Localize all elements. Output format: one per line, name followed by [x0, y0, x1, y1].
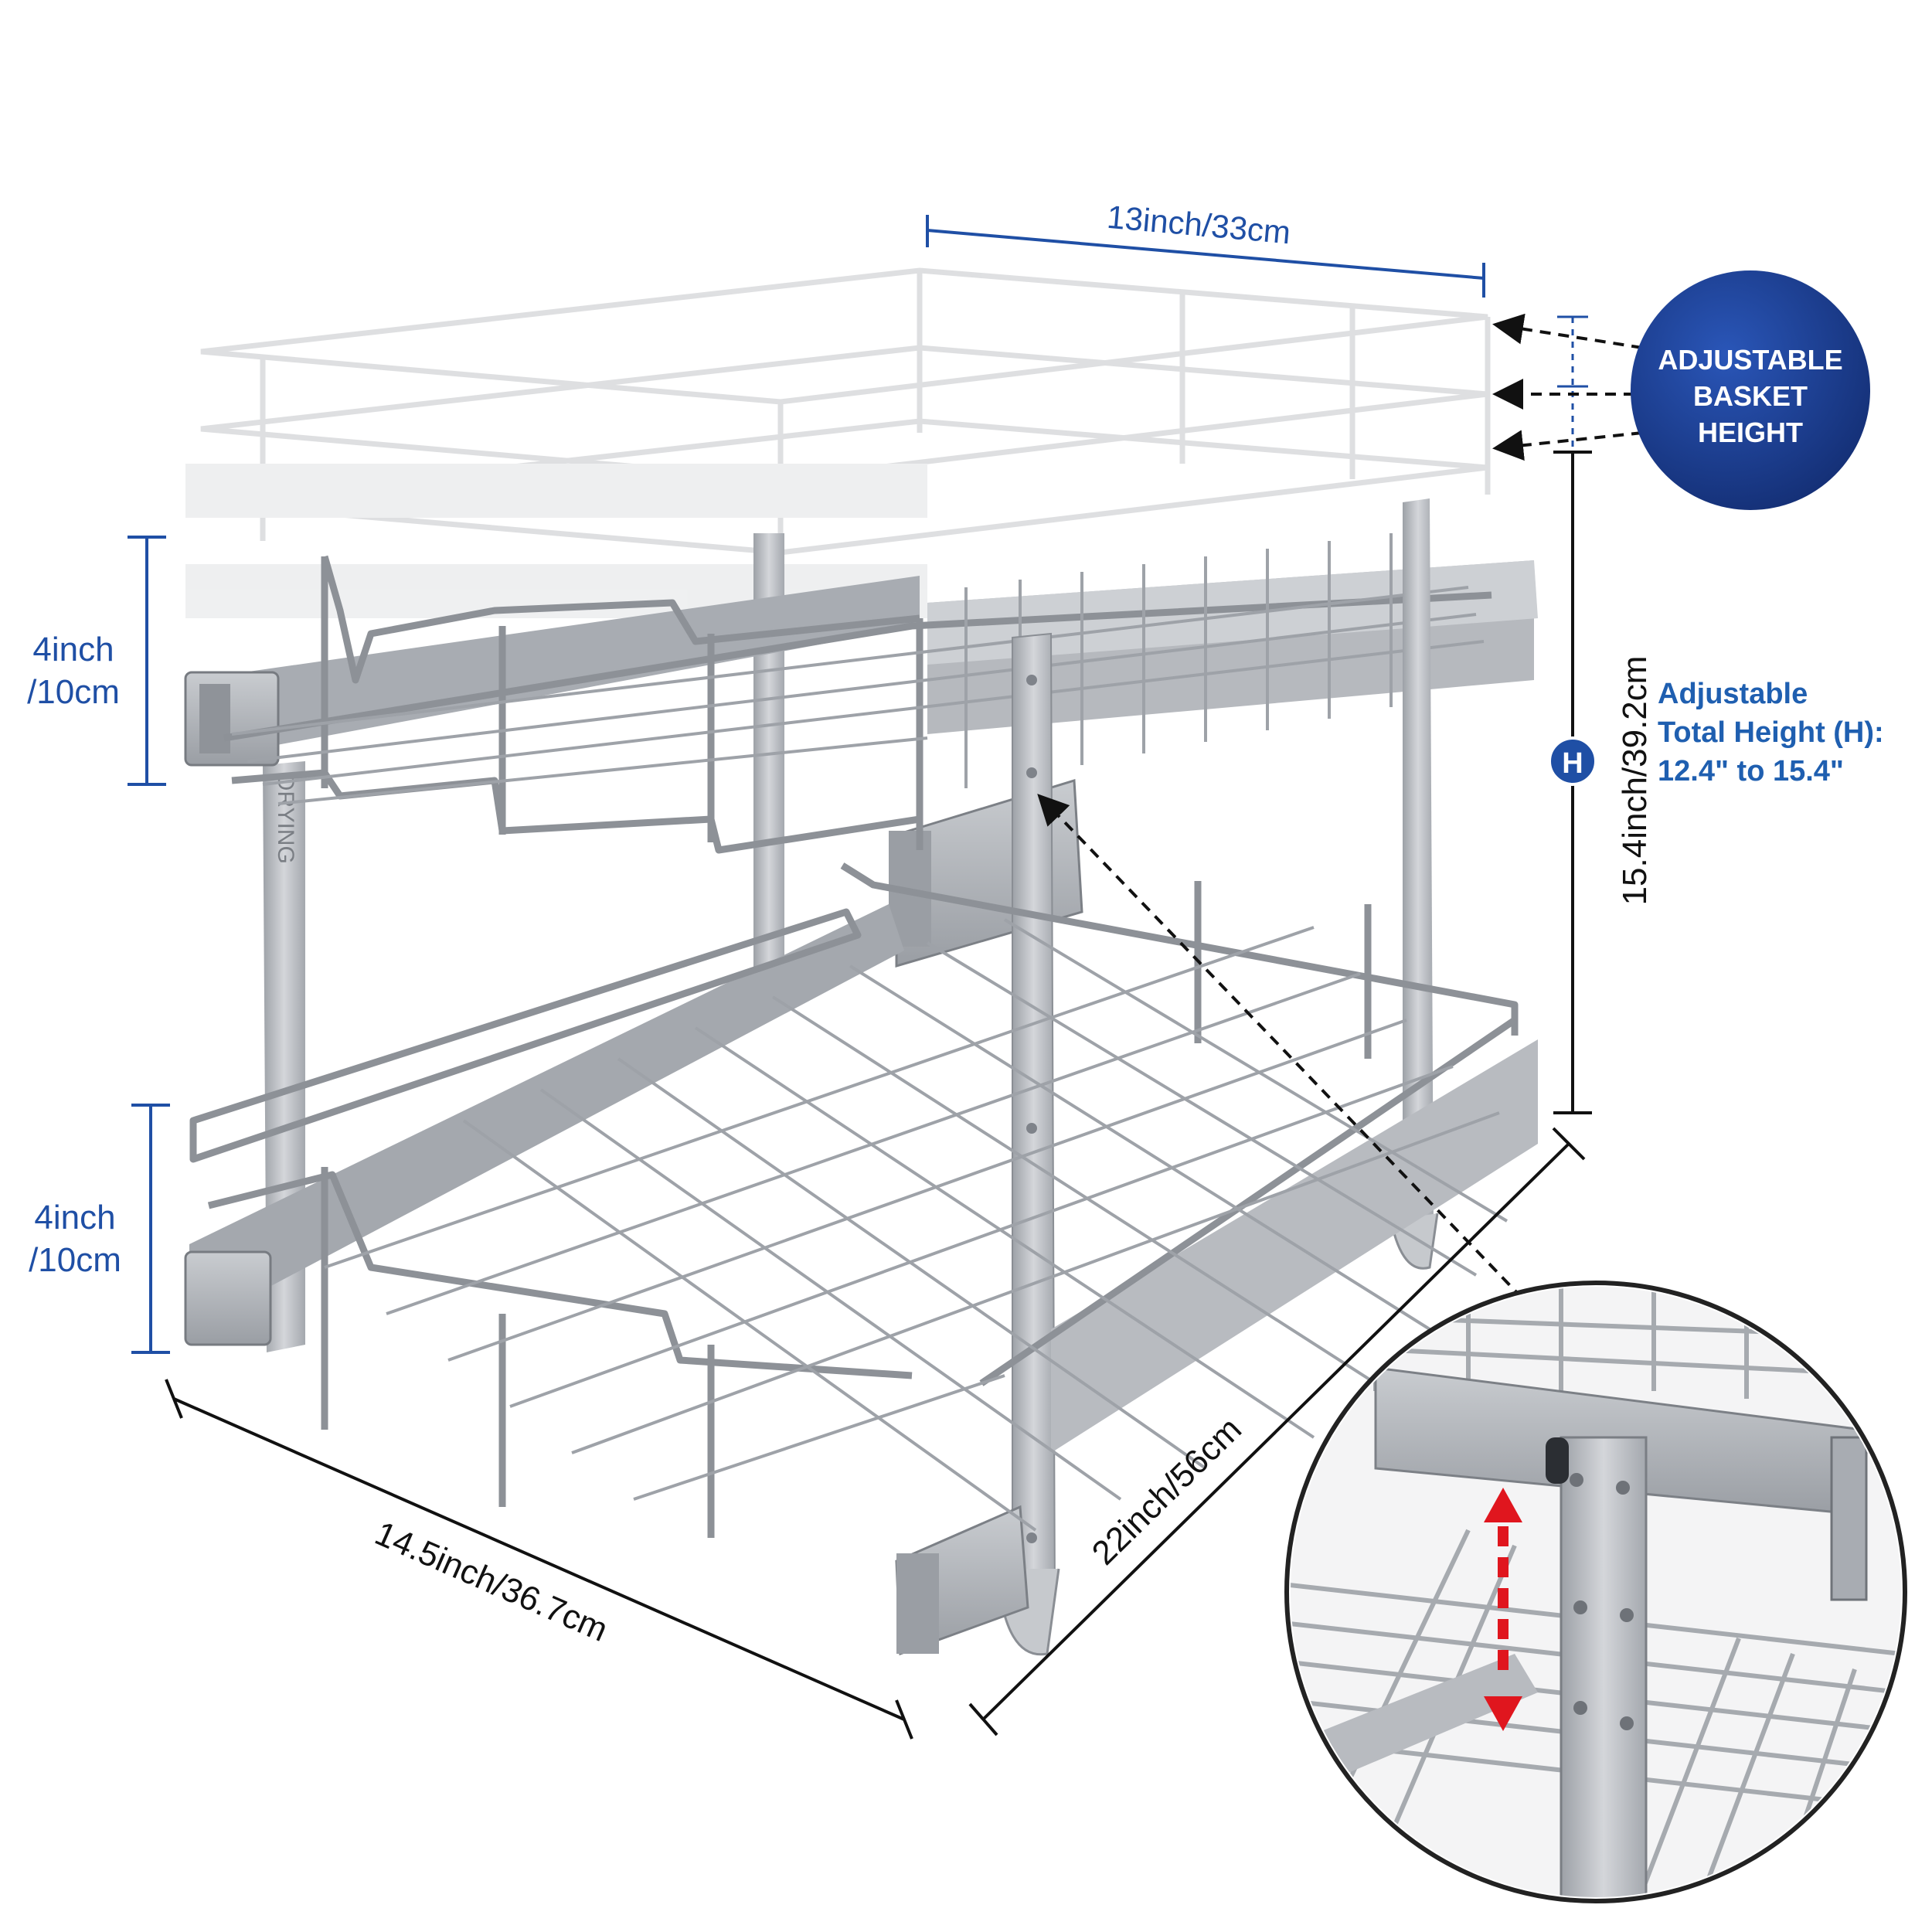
- dimension-top-width: 13inch/33cm: [926, 199, 1485, 298]
- lower-spacing-line1: 4inch: [34, 1199, 115, 1236]
- zoom-detail: [1284, 1281, 1907, 1903]
- dimension-lower-spacing: 4inch /10cm: [29, 1104, 170, 1354]
- upper-wire-grid: [231, 533, 1485, 805]
- down-arrow-icon: [1484, 1696, 1522, 1731]
- dimension-front-width: 14.5inch/36.7cm: [165, 1379, 913, 1740]
- adjustable-basket-badge: ADJUSTABLE BASKET HEIGHT: [1492, 270, 1870, 510]
- h-marker-letter: H: [1562, 747, 1583, 780]
- lower-wire-grid: [324, 918, 1509, 1532]
- upper-basket: [184, 533, 1538, 968]
- badge-line1: ADJUSTABLE: [1658, 344, 1842, 376]
- zoom-leader: [1037, 794, 1524, 1300]
- badge-line3: HEIGHT: [1698, 417, 1803, 448]
- lower-basket: [184, 862, 1538, 1656]
- badge-line2: BASKET: [1693, 380, 1808, 412]
- rail-stamp: ORYING: [273, 773, 298, 864]
- height-note-line1: Adjustable: [1658, 678, 1808, 710]
- h-marker-icon: [1548, 736, 1597, 786]
- height-note-line2: Total Height (H):: [1658, 716, 1884, 749]
- dimension-upper-spacing: 4inch /10cm: [27, 536, 166, 786]
- lower-spacing-line2: /10cm: [29, 1241, 121, 1279]
- total-height-label: 15.4inch/39.2cm: [1616, 656, 1654, 906]
- dimension-total-height: 15.4inch/39.2cm H: [1548, 451, 1654, 1114]
- upper-spacing-line1: 4inch: [32, 631, 114, 668]
- upper-spacing-line2: /10cm: [27, 673, 120, 711]
- top-width-label: 13inch/33cm: [1106, 199, 1292, 251]
- height-note-line3: 12.4" to 15.4": [1658, 755, 1844, 787]
- ghost-upper-basket: [185, 267, 1491, 626]
- up-arrow-icon: [1484, 1488, 1522, 1522]
- front-width-label: 14.5inch/36.7cm: [369, 1514, 613, 1649]
- height-note: Adjustable Total Height (H): 12.4" to 15…: [1658, 678, 1884, 787]
